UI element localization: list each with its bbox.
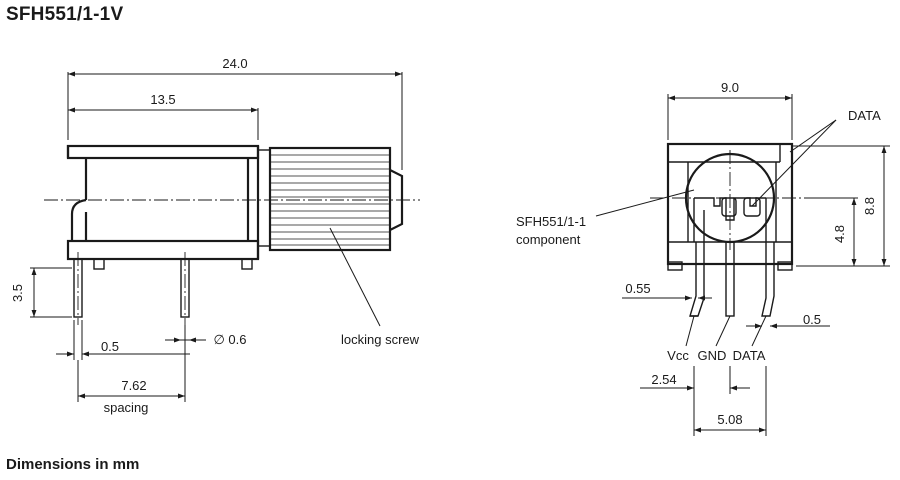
pin-label-gnd: GND bbox=[698, 348, 727, 363]
side-view: 24.0 13.5 3.5 0.5 ∅ 0.6 7.62 spacing loc… bbox=[10, 56, 420, 415]
component-label-line2: component bbox=[516, 232, 581, 247]
spacing-label: spacing bbox=[104, 400, 149, 415]
locking-screw-body bbox=[268, 146, 404, 252]
component-label-line1: SFH551/1-1 bbox=[516, 214, 586, 229]
pin-label-vcc: Vcc bbox=[667, 348, 689, 363]
front-leads bbox=[689, 241, 775, 317]
locking-screw-label: locking screw bbox=[341, 332, 420, 347]
dim-axis-height: 4.8 bbox=[832, 225, 847, 243]
dim-body-length: 13.5 bbox=[150, 92, 175, 107]
front-housing bbox=[666, 142, 794, 271]
dim-lead-width: 0.55 bbox=[625, 281, 650, 296]
units-note: Dimensions in mm bbox=[6, 456, 140, 473]
pin-label-data: DATA bbox=[733, 348, 766, 363]
dim-overall-length: 24.0 bbox=[222, 56, 247, 71]
dim-lead-width-2: 0.5 bbox=[803, 312, 821, 327]
dim-front-width: 9.0 bbox=[721, 80, 739, 95]
dim-pin-diameter: ∅ 0.6 bbox=[213, 332, 246, 347]
dim-pin-spacing: 7.62 bbox=[121, 378, 146, 393]
dim-pitch-2-54: 2.54 bbox=[651, 372, 676, 387]
diagram-title: SFH551/1-1V bbox=[6, 4, 124, 25]
dim-pin-height: 3.5 bbox=[10, 284, 25, 302]
side-pins bbox=[73, 252, 190, 325]
dim-front-height: 8.8 bbox=[862, 197, 877, 215]
data-label-top: DATA bbox=[848, 108, 881, 123]
dim-pin-width: 0.5 bbox=[101, 339, 119, 354]
housing-body bbox=[66, 144, 271, 270]
front-view: 9.0 8.8 4.8 DATA SFH551/1-1 component 0.… bbox=[516, 80, 890, 436]
dim-pitch-5-08: 5.08 bbox=[717, 412, 742, 427]
